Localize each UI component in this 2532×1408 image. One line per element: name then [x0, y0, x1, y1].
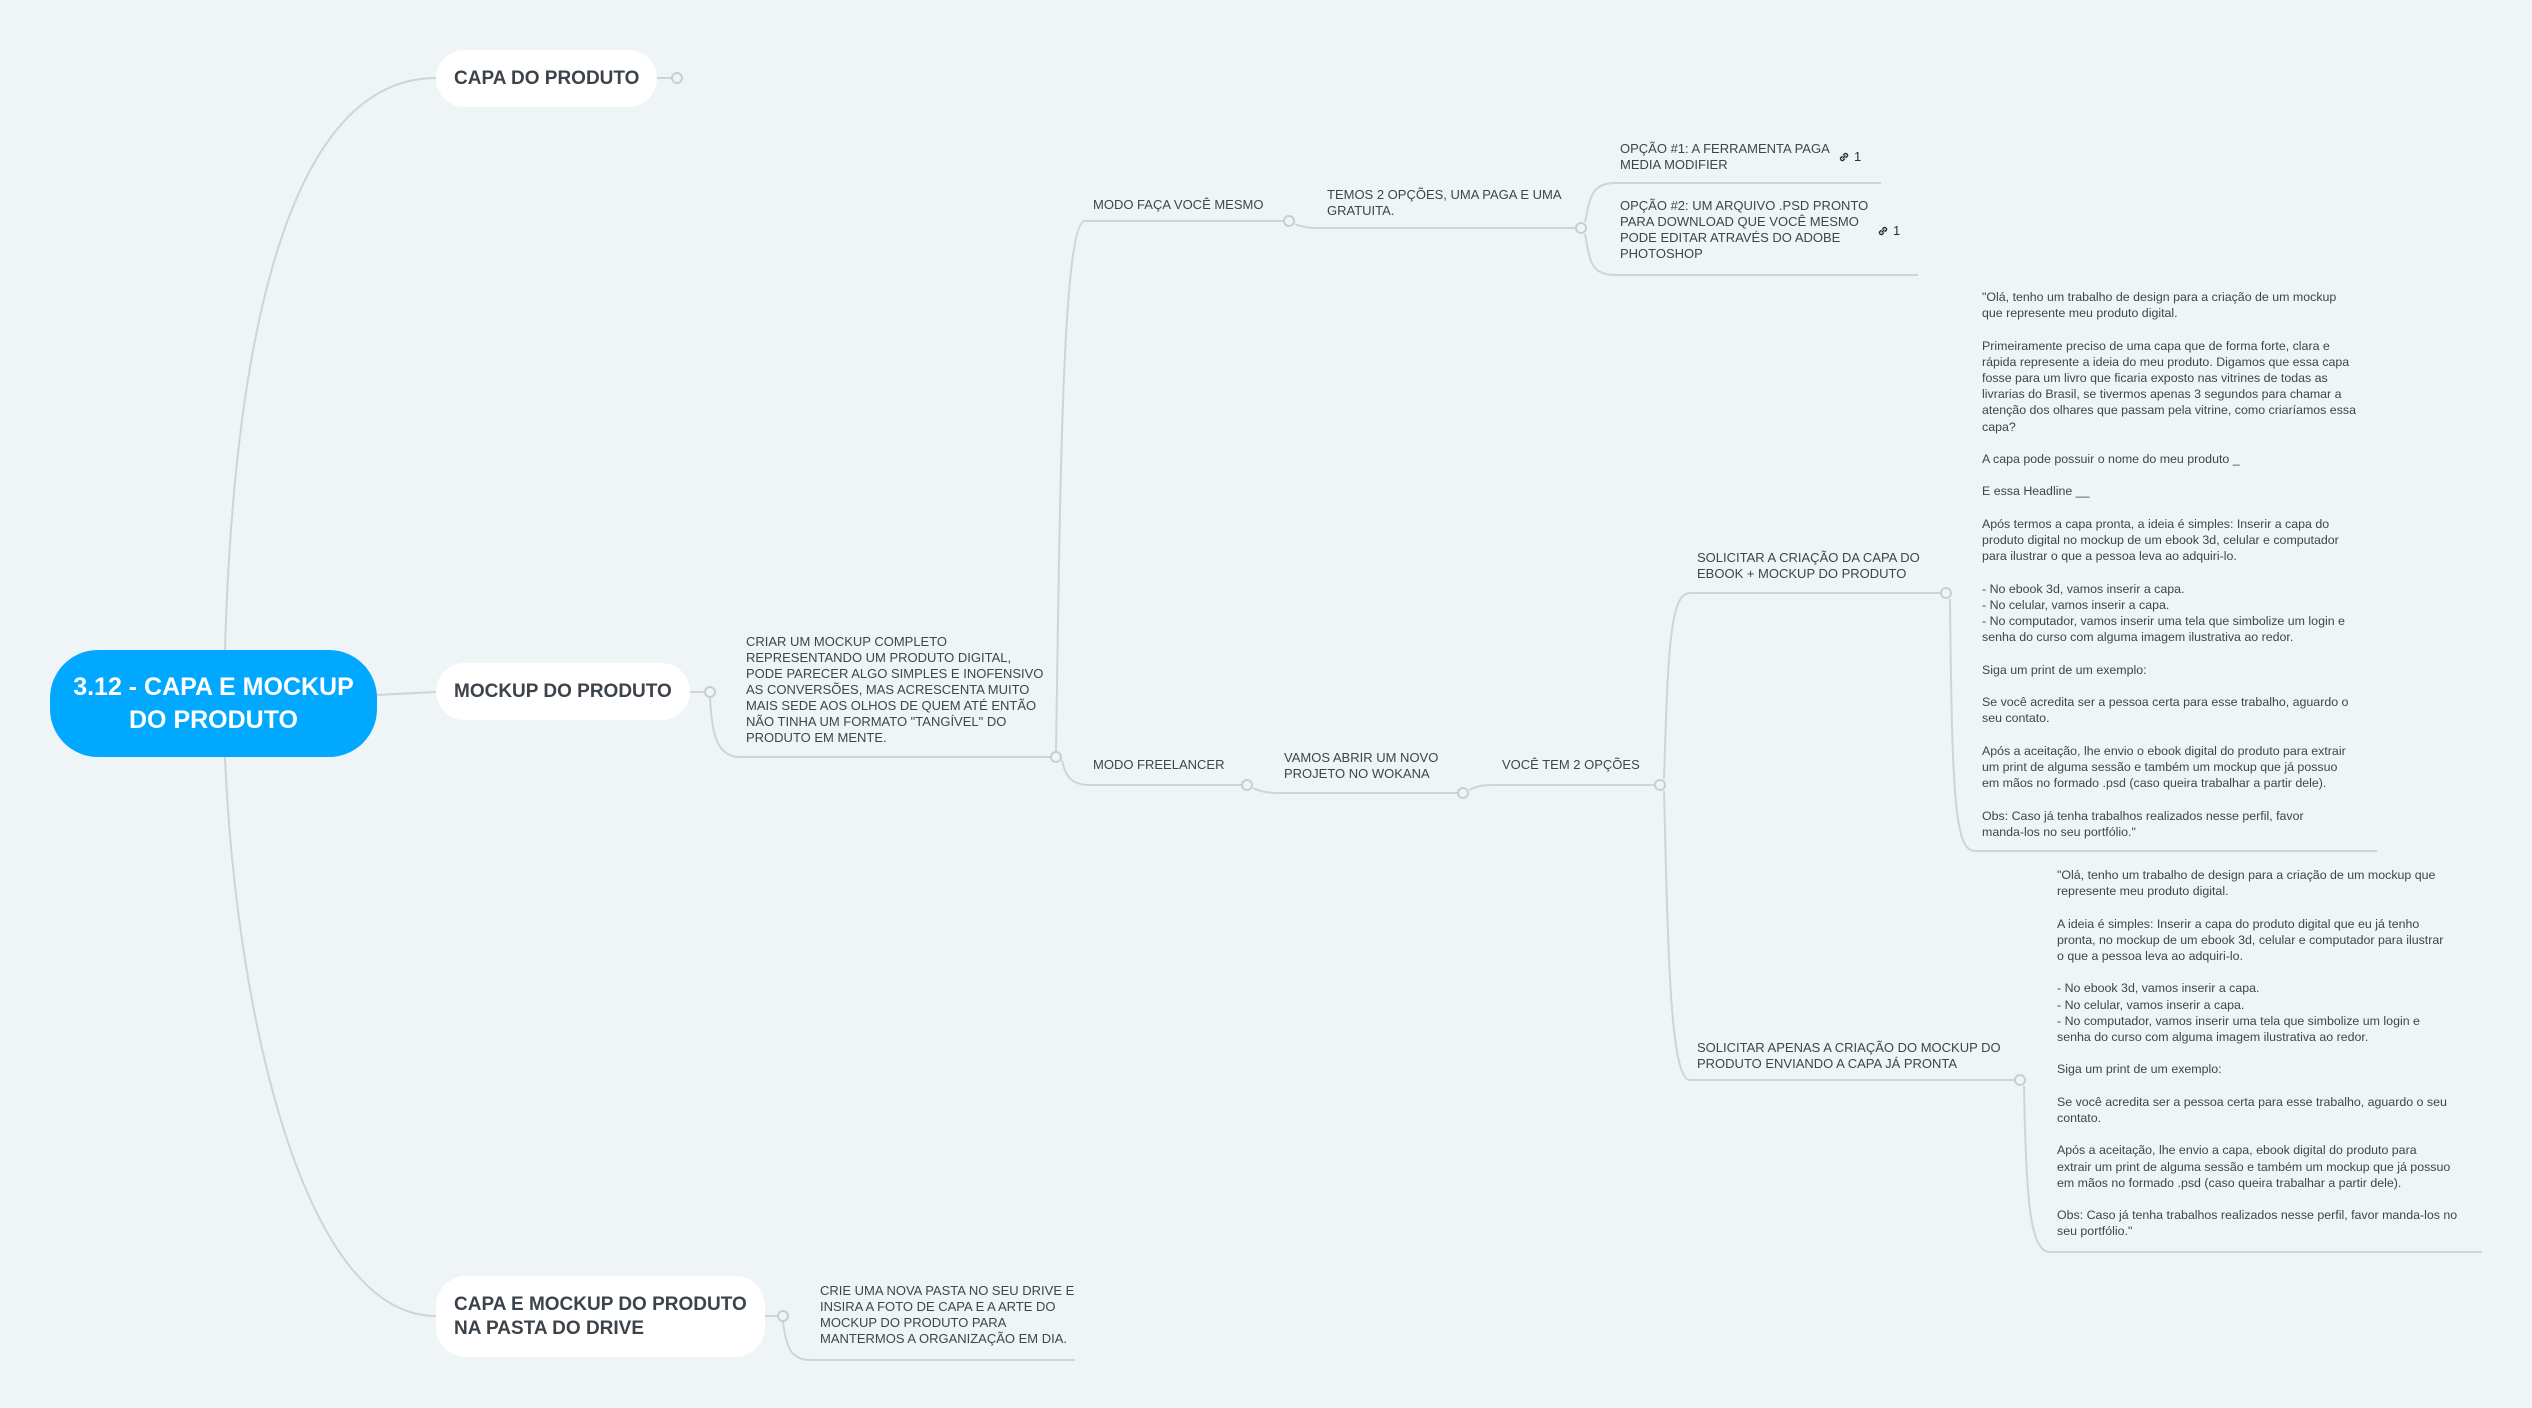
- collapse-toggle[interactable]: [1241, 779, 1253, 791]
- link-icon: [1839, 152, 1849, 161]
- hyperlink-badge[interactable]: 1: [1837, 149, 1861, 164]
- collapse-toggle[interactable]: [704, 686, 716, 698]
- link-count: 1: [1893, 223, 1901, 238]
- collapse-toggle[interactable]: [1654, 779, 1666, 791]
- collapse-toggle[interactable]: [1575, 222, 1587, 234]
- subtopic-opcao-1[interactable]: OPÇÃO #1: A FERRAMENTA PAGA MEDIA MODIFI…: [1620, 141, 1830, 172]
- topic-label: CAPA E MOCKUP DO PRODUTO NA PASTA DO DRI…: [454, 1293, 747, 1339]
- topic-capa-e-mockup-na-pasta-do-drive[interactable]: CAPA E MOCKUP DO PRODUTO NA PASTA DO DRI…: [436, 1276, 765, 1357]
- collapsed-branch-toggle[interactable]: [671, 72, 683, 84]
- link-count: 1: [1854, 149, 1862, 164]
- collapse-toggle[interactable]: [1050, 751, 1062, 763]
- subtopic-temos-2-opcoes[interactable]: TEMOS 2 OPÇÕES, UMA PAGA E UMA GRATUITA.: [1327, 187, 1562, 218]
- message-template-capa-e-mockup[interactable]: "Olá, tenho um trabalho de design para a…: [1982, 290, 2356, 839]
- subtopic-voce-tem-2-opcoes[interactable]: VOCÊ TEM 2 OPÇÕES: [1502, 757, 1640, 772]
- collapse-toggle[interactable]: [777, 1310, 789, 1322]
- collapse-toggle[interactable]: [1940, 587, 1952, 599]
- collapse-toggle[interactable]: [2014, 1074, 2026, 1086]
- collapse-toggle[interactable]: [1283, 215, 1295, 227]
- link-icon: [1878, 226, 1888, 235]
- topic-label: MOCKUP DO PRODUTO: [454, 680, 672, 702]
- message-template-apenas-mockup[interactable]: "Olá, tenho um trabalho de design para a…: [2057, 868, 2458, 1239]
- topic-mockup-do-produto[interactable]: MOCKUP DO PRODUTO: [436, 663, 690, 720]
- topic-capa-do-produto[interactable]: CAPA DO PRODUTO: [436, 50, 658, 107]
- topic-label: CAPA DO PRODUTO: [454, 67, 640, 89]
- subtopic-modo-freelancer[interactable]: MODO FREELANCER: [1093, 757, 1225, 772]
- subtopic-solicitar-apenas-mockup[interactable]: SOLICITAR APENAS A CRIAÇÃO DO MOCKUP DO …: [1697, 1040, 2001, 1071]
- subtopic-solicitar-capa-e-mockup[interactable]: SOLICITAR A CRIAÇÃO DA CAPA DO EBOOK + M…: [1697, 550, 1920, 581]
- subtopic-vamos-abrir-projeto[interactable]: VAMOS ABRIR UM NOVO PROJETO NO WOKANA: [1284, 750, 1439, 781]
- subtopic-opcao-2[interactable]: OPÇÃO #2: UM ARQUIVO .PSD PRONTO PARA DO…: [1620, 198, 1869, 261]
- root-topic-label: 3.12 - CAPA E MOCKUP DO PRODUTO: [73, 672, 354, 734]
- subtopic-drive-description[interactable]: CRIE UMA NOVA PASTA NO SEU DRIVE E INSIR…: [820, 1283, 1075, 1346]
- root-topic[interactable]: 3.12 - CAPA E MOCKUP DO PRODUTO: [50, 650, 377, 757]
- collapse-toggle[interactable]: [1457, 787, 1469, 799]
- subtopic-modo-faca-voce-mesmo[interactable]: MODO FAÇA VOCÊ MESMO: [1093, 197, 1264, 212]
- hyperlink-badge[interactable]: 1: [1876, 223, 1900, 238]
- subtopic-mockup-description[interactable]: CRIAR UM MOCKUP COMPLETO REPRESENTANDO U…: [746, 634, 1044, 745]
